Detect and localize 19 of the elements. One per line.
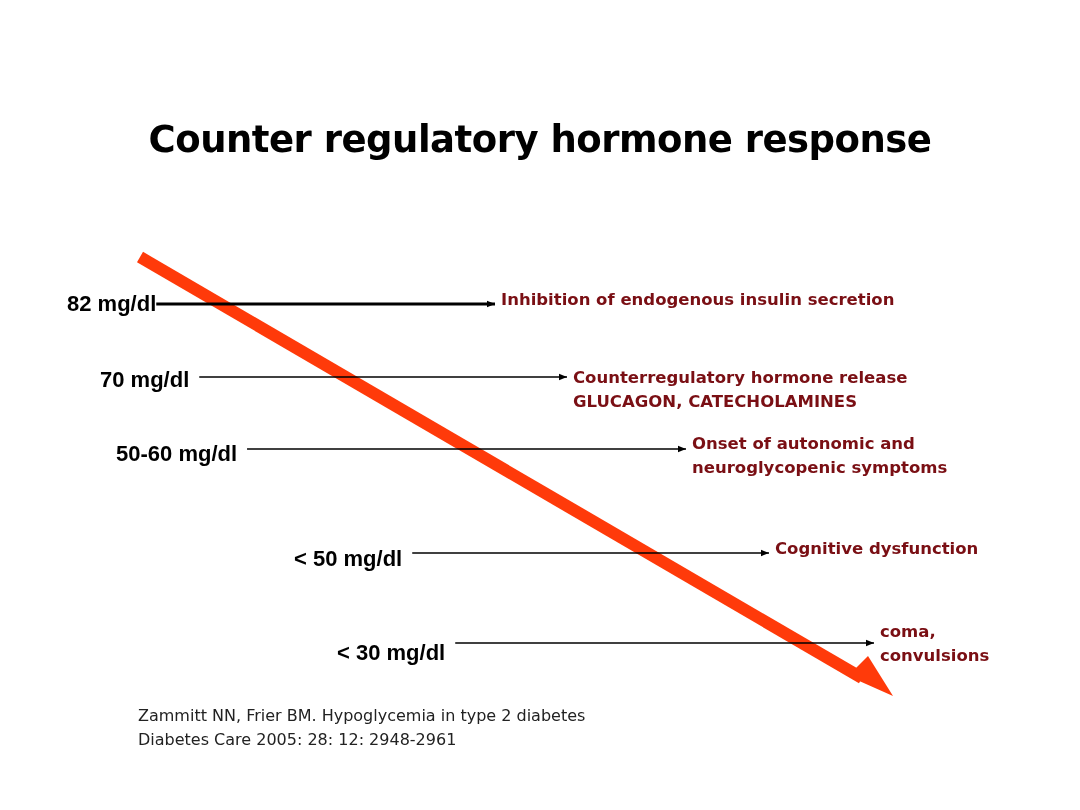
- effect-text: Cognitive dysfunction: [775, 538, 979, 560]
- arrow: [156, 300, 495, 308]
- glucose-level-label: 50-60 mg/dl: [116, 440, 238, 468]
- arrow: [454, 639, 875, 647]
- title: Counter regulatory hormone response: [147, 117, 933, 163]
- effect-text: coma, convulsions: [880, 621, 991, 667]
- glucose-level-label: < 30 mg/dl: [337, 639, 446, 667]
- citation-text: Diabetes Care 2005: 28: 12: 2948-2961: [138, 729, 458, 751]
- effect-text: Onset of autonomic and neuroglycopenic symptoms: [692, 433, 949, 479]
- arrow: [198, 373, 568, 381]
- effect-text: Counterregulatory hormone release: [573, 367, 908, 389]
- glucose-level-label: < 50 mg/dl: [294, 545, 403, 573]
- glucose-level-label: 70 mg/dl: [100, 366, 190, 394]
- citation-text: Zammitt NN, Frier BM. Hypoglycemia in type 2 diabetes: [138, 705, 586, 727]
- arrow: [246, 445, 687, 453]
- arrow: [411, 549, 770, 557]
- glucose-level-label: 82 mg/dl: [67, 290, 157, 318]
- effect-text: GLUCAGON, CATECHOLAMINES: [573, 391, 858, 413]
- effect-text: Inhibition of endogenous insulin secretion: [501, 289, 895, 311]
